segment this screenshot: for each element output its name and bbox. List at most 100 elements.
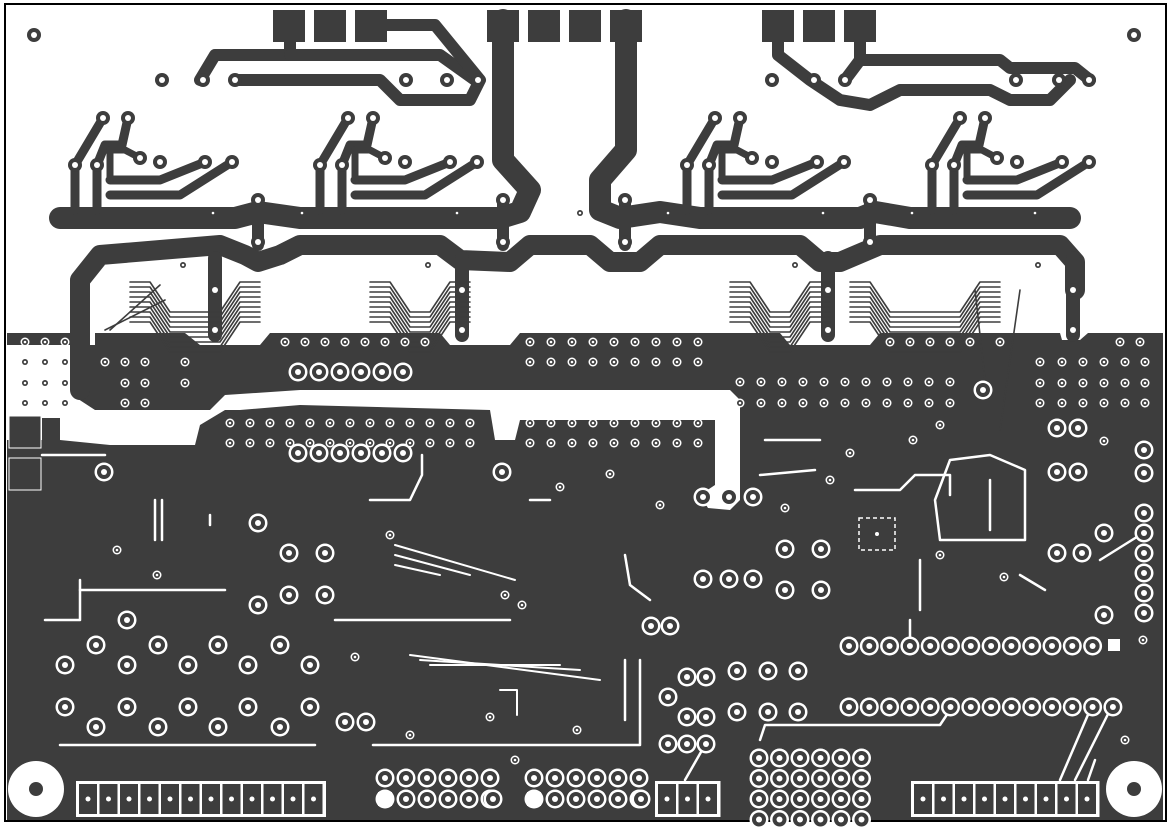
pad-drill xyxy=(982,115,988,121)
copper-trace xyxy=(129,281,261,313)
pad-drill xyxy=(1086,77,1092,83)
via-drill xyxy=(1002,575,1006,579)
via-drill xyxy=(1038,381,1042,385)
pad-drill xyxy=(769,77,775,83)
pad-drill xyxy=(286,592,292,598)
pad-drill xyxy=(1141,610,1147,616)
via-drill xyxy=(780,380,784,384)
pad-drill xyxy=(337,450,343,456)
connector-pin-drill xyxy=(229,796,234,802)
pad-drill xyxy=(906,643,913,649)
pad-drill xyxy=(307,704,313,710)
via-drill xyxy=(528,441,532,445)
pad-drill xyxy=(459,327,465,333)
copper-trace xyxy=(854,54,1096,86)
via-drill xyxy=(549,421,553,425)
via-drill xyxy=(1036,263,1040,267)
copper-trace xyxy=(949,113,990,170)
via-drill xyxy=(63,381,67,385)
via-drill xyxy=(998,340,1002,344)
pad-drill xyxy=(125,115,131,121)
connector-pin-drill xyxy=(961,796,967,802)
pad-drill xyxy=(124,617,130,623)
via-drill xyxy=(63,360,67,364)
via-drill xyxy=(503,593,507,597)
pad-drill xyxy=(490,796,496,802)
via-drill xyxy=(468,441,472,445)
pad-drill xyxy=(424,775,430,781)
pad-drill xyxy=(93,724,99,730)
connector-pin-drill xyxy=(664,796,670,802)
via-drill xyxy=(843,401,847,405)
pad-drill xyxy=(776,775,783,782)
via-drill xyxy=(211,211,215,215)
via-drill xyxy=(455,211,459,215)
pad-drill xyxy=(322,550,328,556)
via-drill xyxy=(928,340,932,344)
via-drill xyxy=(308,441,312,445)
pad-drill xyxy=(1049,704,1055,710)
pad-drill xyxy=(818,546,824,552)
copper-trace xyxy=(129,321,261,353)
via-drill xyxy=(428,421,432,425)
pad-drill xyxy=(594,775,600,781)
copper-trace xyxy=(849,316,1001,348)
via-drill xyxy=(906,380,910,384)
via-drill xyxy=(549,360,553,364)
via-drill xyxy=(910,211,914,215)
via-drill xyxy=(938,423,942,427)
pad-drill xyxy=(929,162,935,168)
via-drill xyxy=(578,211,582,215)
via-drill xyxy=(1038,360,1042,364)
via-drill xyxy=(353,655,357,659)
pad-drill xyxy=(358,450,364,456)
via-drill xyxy=(428,441,432,445)
copper-trace xyxy=(589,9,1081,229)
pad-drill xyxy=(286,550,292,556)
pad-drill xyxy=(615,796,621,802)
ic-pad-square xyxy=(1106,637,1122,653)
pad-drill xyxy=(1101,530,1107,536)
via-drill xyxy=(612,421,616,425)
pad-drill xyxy=(400,369,406,375)
pad-drill xyxy=(797,755,803,761)
top-header-middle xyxy=(487,10,642,42)
via-drill xyxy=(123,360,127,364)
via-drill xyxy=(528,421,532,425)
via-drill xyxy=(143,381,147,385)
via-drill xyxy=(123,401,127,405)
pad-drill xyxy=(866,643,873,649)
header-pin xyxy=(569,10,601,42)
pad-drill xyxy=(370,115,376,121)
copper-trace xyxy=(129,301,261,333)
copper-trace xyxy=(92,113,133,170)
via-drill xyxy=(948,401,952,405)
pad-drill xyxy=(500,197,506,203)
copper-trace xyxy=(369,291,471,323)
pad-drill xyxy=(994,155,1000,161)
copper-trace xyxy=(394,554,471,576)
pad-drill xyxy=(906,704,913,710)
pad-drill xyxy=(700,576,706,582)
pad-drill xyxy=(706,162,712,168)
copper-trace xyxy=(974,289,986,381)
pad-drill xyxy=(980,387,986,393)
via-drill xyxy=(328,441,332,445)
pad-drill xyxy=(1028,704,1035,710)
via-drill xyxy=(1138,340,1142,344)
pad-drill xyxy=(337,369,343,375)
via-drill xyxy=(666,211,670,215)
copper-trace xyxy=(623,553,652,602)
pad-drill xyxy=(1070,327,1076,333)
via-drill xyxy=(906,401,910,405)
copper-trace xyxy=(351,146,389,184)
via-drill xyxy=(1102,381,1106,385)
copper-trace xyxy=(933,453,1027,542)
copper-trace xyxy=(394,564,441,576)
via-drill xyxy=(43,340,47,344)
via-drill xyxy=(520,603,524,607)
via-drill xyxy=(633,421,637,425)
pad-drill xyxy=(841,159,847,165)
copper-trace xyxy=(369,306,471,338)
copper-trace xyxy=(849,311,1001,343)
